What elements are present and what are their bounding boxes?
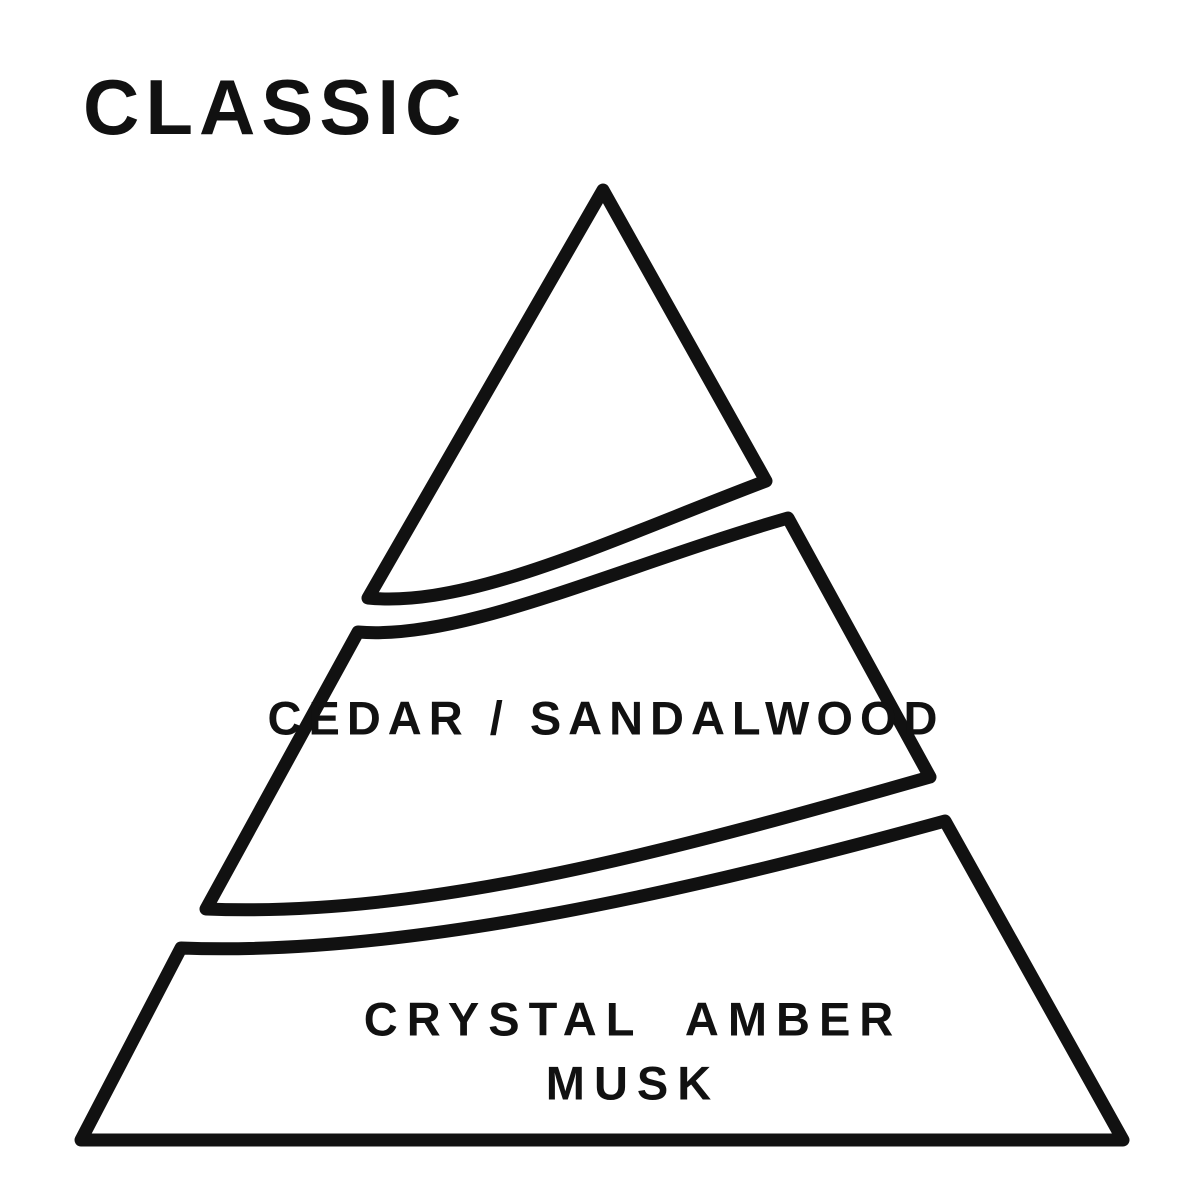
middle-notes-label: CEDAR / SANDALWOOD (267, 691, 945, 745)
page-title: CLASSIC (83, 63, 468, 151)
pyramid-base-section (74, 814, 1130, 1147)
pyramid-top-section (361, 183, 773, 606)
base-notes-label-line1: CRYSTAL AMBER (363, 992, 903, 1046)
pyramid-middle-section (199, 511, 937, 917)
base-notes-label-line2: MUSK (545, 1056, 721, 1110)
